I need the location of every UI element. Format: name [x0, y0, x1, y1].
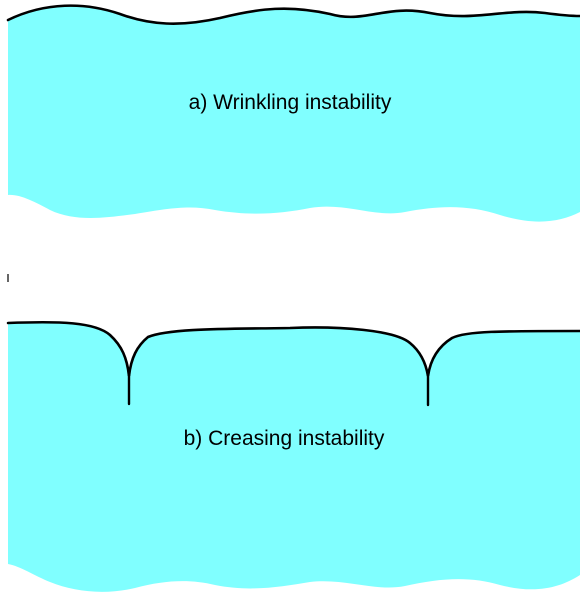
wrinkling-panel	[6, 4, 580, 222]
wrinkling-label: a) Wrinkling instability	[188, 91, 392, 114]
wrinkling-surface-line	[6, 4, 580, 25]
creasing-surface-line	[6, 320, 580, 377]
creasing-label: b) Creasing instability	[183, 427, 385, 450]
creasing-body	[8, 322, 580, 592]
wrinkling-body	[8, 5, 580, 222]
creasing-panel	[6, 320, 580, 592]
